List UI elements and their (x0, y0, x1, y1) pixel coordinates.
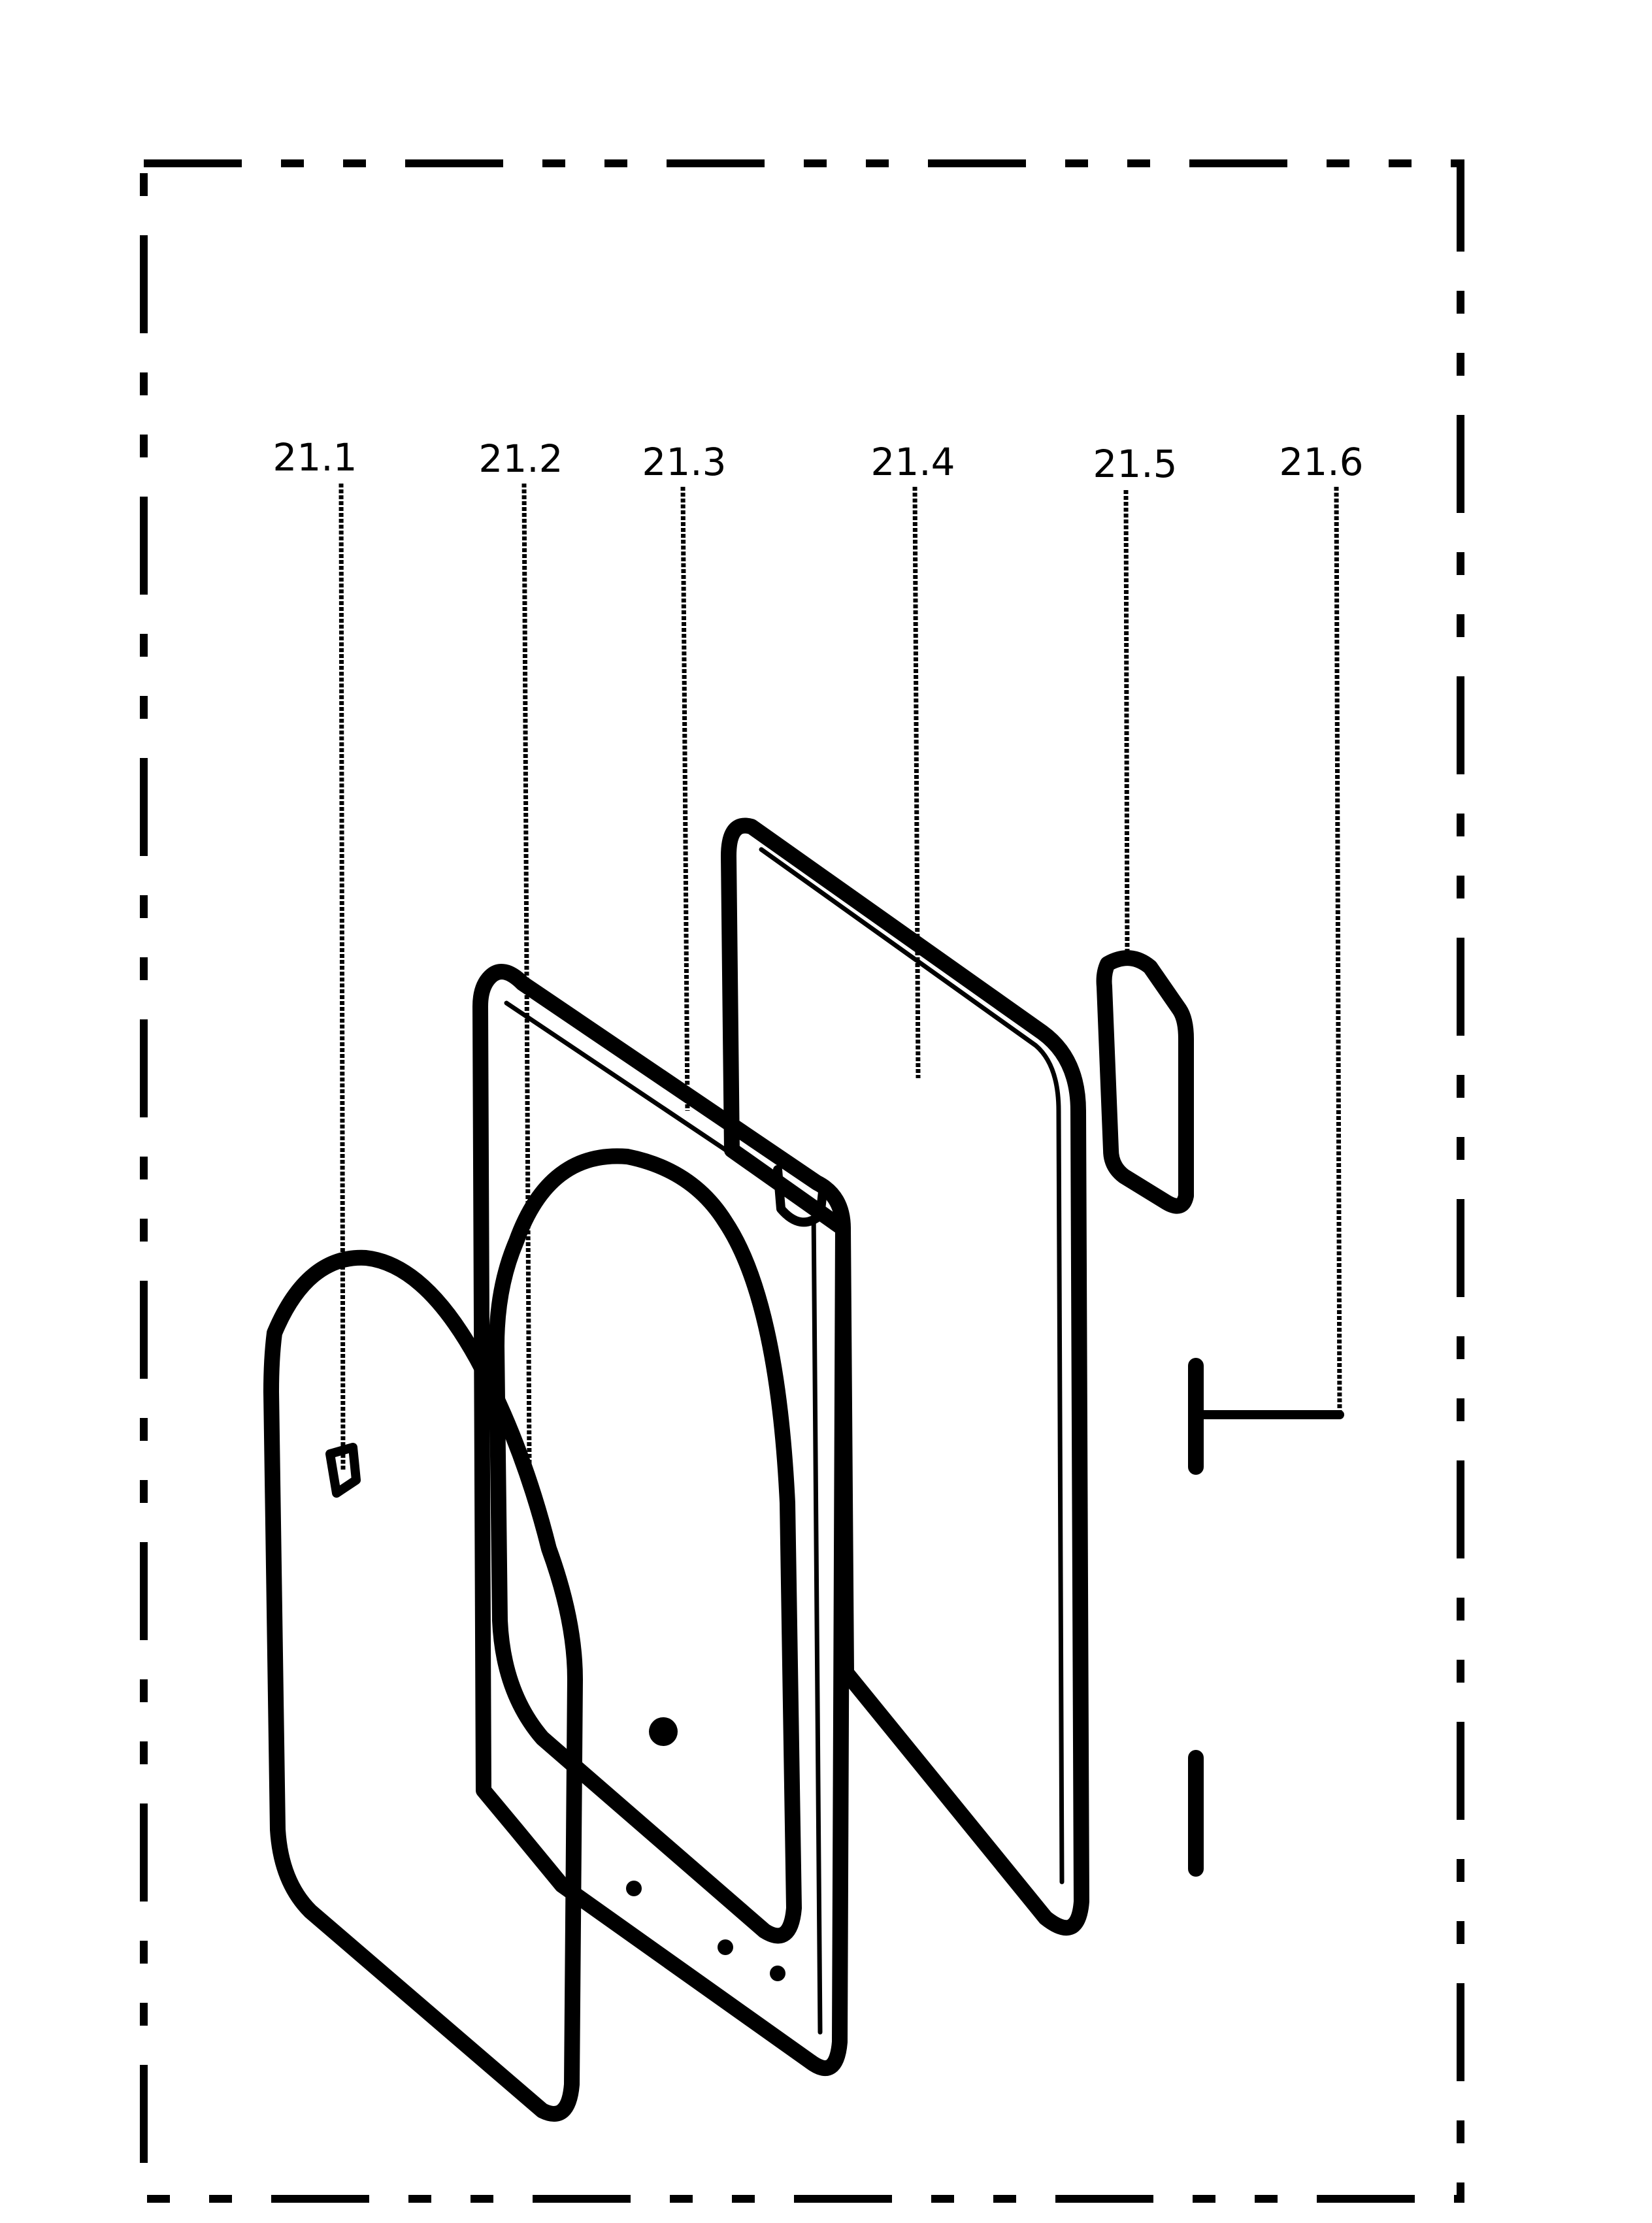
callout-21-1: 21.1 (273, 435, 357, 480)
part-21-4-rear-panel (721, 817, 1089, 1936)
callout-21-5: 21.5 (1093, 442, 1177, 486)
callout-21-4: 21.4 (870, 440, 955, 484)
leader-21-3 (680, 486, 690, 1112)
callout-21-3: 21.3 (642, 440, 726, 484)
leader-21-6 (1334, 486, 1342, 1415)
part-21-3-frame-panel (472, 964, 851, 2076)
part-21-2-arched-inner-panel (489, 1148, 802, 1981)
callout-21-2: 21.2 (478, 436, 563, 481)
part-21-6-fastener (1188, 1358, 1344, 1877)
leader-21-4 (912, 486, 921, 1079)
leader-21-5 (1123, 489, 1130, 961)
leader-21-1 (339, 483, 346, 1471)
leader-21-2 (521, 483, 532, 1464)
callout-21-6: 21.6 (1279, 440, 1363, 484)
part-21-5-bracket (1096, 950, 1194, 1214)
assembly-boundary-frame (140, 159, 1464, 2203)
